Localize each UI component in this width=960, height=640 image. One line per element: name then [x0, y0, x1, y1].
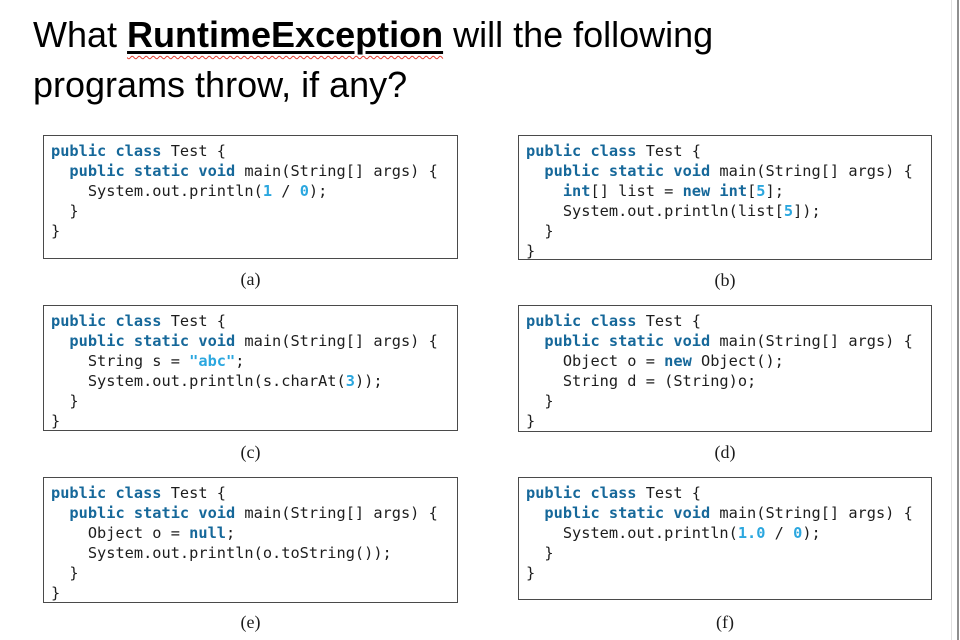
title-text-post: will the following [443, 14, 714, 55]
code-box-d: public class Test { public static void m… [518, 305, 932, 432]
code-box-label-f: (f) [716, 612, 734, 632]
code-box-c: public class Test { public static void m… [43, 305, 458, 431]
slide-edge-dark-line [957, 0, 959, 640]
code-box-label-a: (a) [240, 269, 261, 289]
page-title: What RuntimeException will the following… [33, 10, 913, 110]
slide-edge-light-line [951, 0, 952, 640]
title-line-2: programs throw, if any? [33, 64, 408, 105]
code-snippet-f: public class Test { public static void m… [526, 484, 913, 582]
code-box-label-b: (b) [714, 270, 736, 290]
title-line-1: What RuntimeException will the following [33, 10, 913, 60]
code-box-f: public class Test { public static void m… [518, 477, 932, 600]
code-box-a: public class Test { public static void m… [43, 135, 458, 259]
code-snippet-e: public class Test { public static void m… [51, 484, 438, 602]
code-snippet-a: public class Test { public static void m… [51, 142, 438, 240]
code-snippet-d: public class Test { public static void m… [526, 312, 913, 430]
code-snippet-c: public class Test { public static void m… [51, 312, 438, 430]
code-box-e: public class Test { public static void m… [43, 477, 458, 603]
title-text-pre: What [33, 14, 128, 55]
code-snippet-b: public class Test { public static void m… [526, 142, 913, 260]
code-box-label-c: (c) [240, 442, 261, 462]
code-box-label-e: (e) [240, 612, 261, 632]
title-keyword-text: RuntimeException [127, 14, 444, 55]
title-keyword: RuntimeException [127, 14, 443, 55]
code-box-label-d: (d) [714, 442, 736, 462]
code-box-b: public class Test { public static void m… [518, 135, 932, 260]
